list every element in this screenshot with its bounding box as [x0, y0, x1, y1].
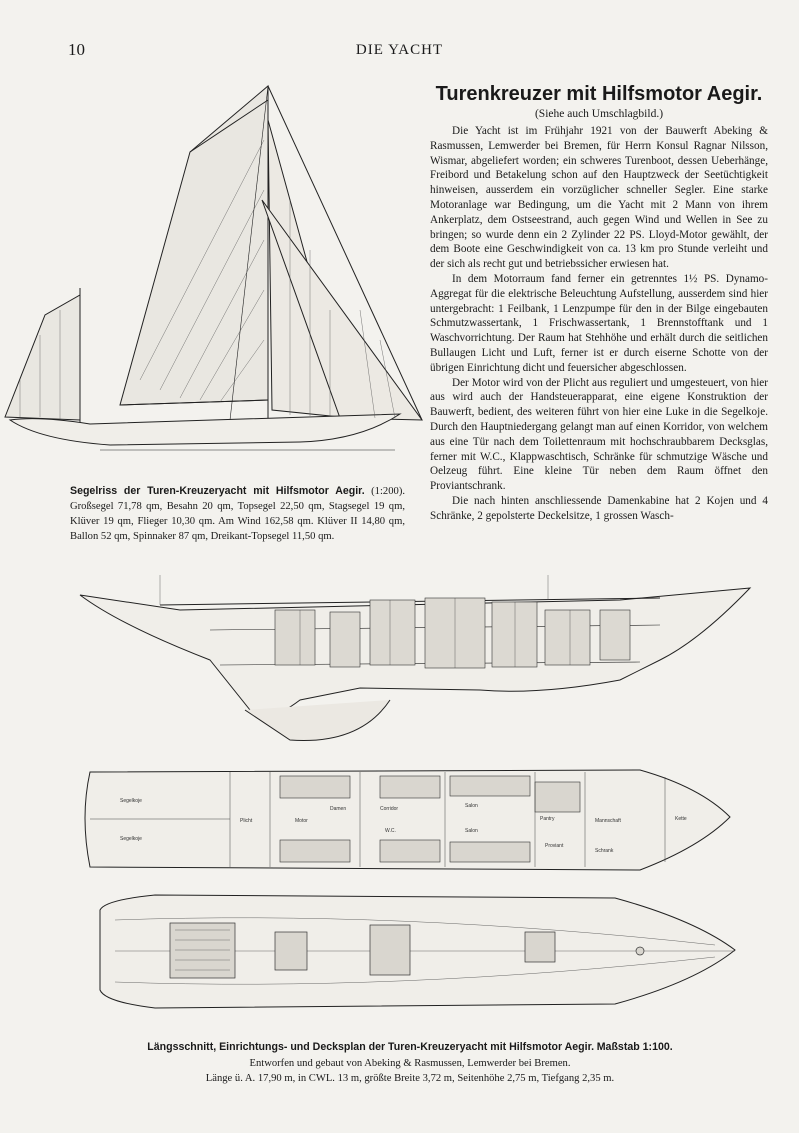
- article-title: Turenkreuzer mit Hilfsmotor Aegir.: [435, 83, 763, 105]
- interior-label: Proviant: [545, 843, 564, 849]
- longitudinal-section-drawing: [79, 575, 752, 741]
- running-head: DIE YACHT: [355, 42, 444, 58]
- drawing-caption-title: Längsschnitt, Einrichtungs- und Deckspla…: [147, 1041, 595, 1053]
- deck-plan-drawing: [99, 894, 736, 1009]
- sail-plan-caption: Segelriss der Turen-Kreuzeryacht mit Hil…: [70, 484, 405, 544]
- interior-label: Segelkoje: [120, 798, 142, 804]
- interior-plan-drawing: Segelkoje Segelkoje Plicht Motor Damen C…: [84, 769, 731, 871]
- sail-caption-scale: (1:200).: [371, 486, 405, 497]
- interior-label: Kette: [675, 816, 687, 822]
- sail-caption-text: Großsegel 71,78 qm, Besahn 20 qm, Topseg…: [70, 501, 405, 542]
- interior-label: Corridor: [380, 806, 398, 812]
- sail-plan-drawing: [4, 84, 423, 451]
- article-subtitle: (Siehe auch Umschlagbild.): [534, 108, 664, 120]
- interior-label: Segelkoje: [120, 836, 142, 842]
- interior-label: Plicht: [240, 818, 253, 824]
- interior-label: Damen: [330, 806, 346, 812]
- article-paragraph: Die Yacht ist im Frühjahr 1921 von der B…: [430, 125, 768, 271]
- interior-label: W.C.: [385, 828, 396, 834]
- interior-label: Salon: [465, 828, 478, 834]
- drawing-caption: Längsschnitt, Einrichtungs- und Deckspla…: [60, 1040, 760, 1087]
- interior-label: Schrank: [595, 848, 614, 854]
- article-paragraph: Der Motor wird von der Plicht aus reguli…: [430, 376, 768, 493]
- interior-label: Motor: [295, 818, 308, 824]
- article-paragraph: Die nach hinten anschliessende Damenkabi…: [430, 494, 768, 522]
- drawing-caption-dimensions: Länge ü. A. 17,90 m, in CWL. 13 m, größt…: [205, 1073, 615, 1084]
- drawing-caption-builder: Entworfen und gebaut von Abeking & Rasmu…: [249, 1057, 571, 1069]
- interior-label: Pantry: [540, 816, 555, 822]
- article: Turenkreuzer mit Hilfsmotor Aegir. (Sieh…: [430, 82, 768, 524]
- page-number: 10: [68, 40, 85, 59]
- sail-caption-title: Segelriss der Turen-Kreuzeryacht mit Hil…: [70, 485, 365, 497]
- interior-label: Salon: [465, 803, 478, 809]
- drawing-caption-scale: Maßstab 1:100.: [596, 1041, 673, 1053]
- article-paragraph: In dem Motorraum fand ferner ein getrenn…: [430, 272, 768, 374]
- interior-label: Mannschaft: [595, 818, 621, 824]
